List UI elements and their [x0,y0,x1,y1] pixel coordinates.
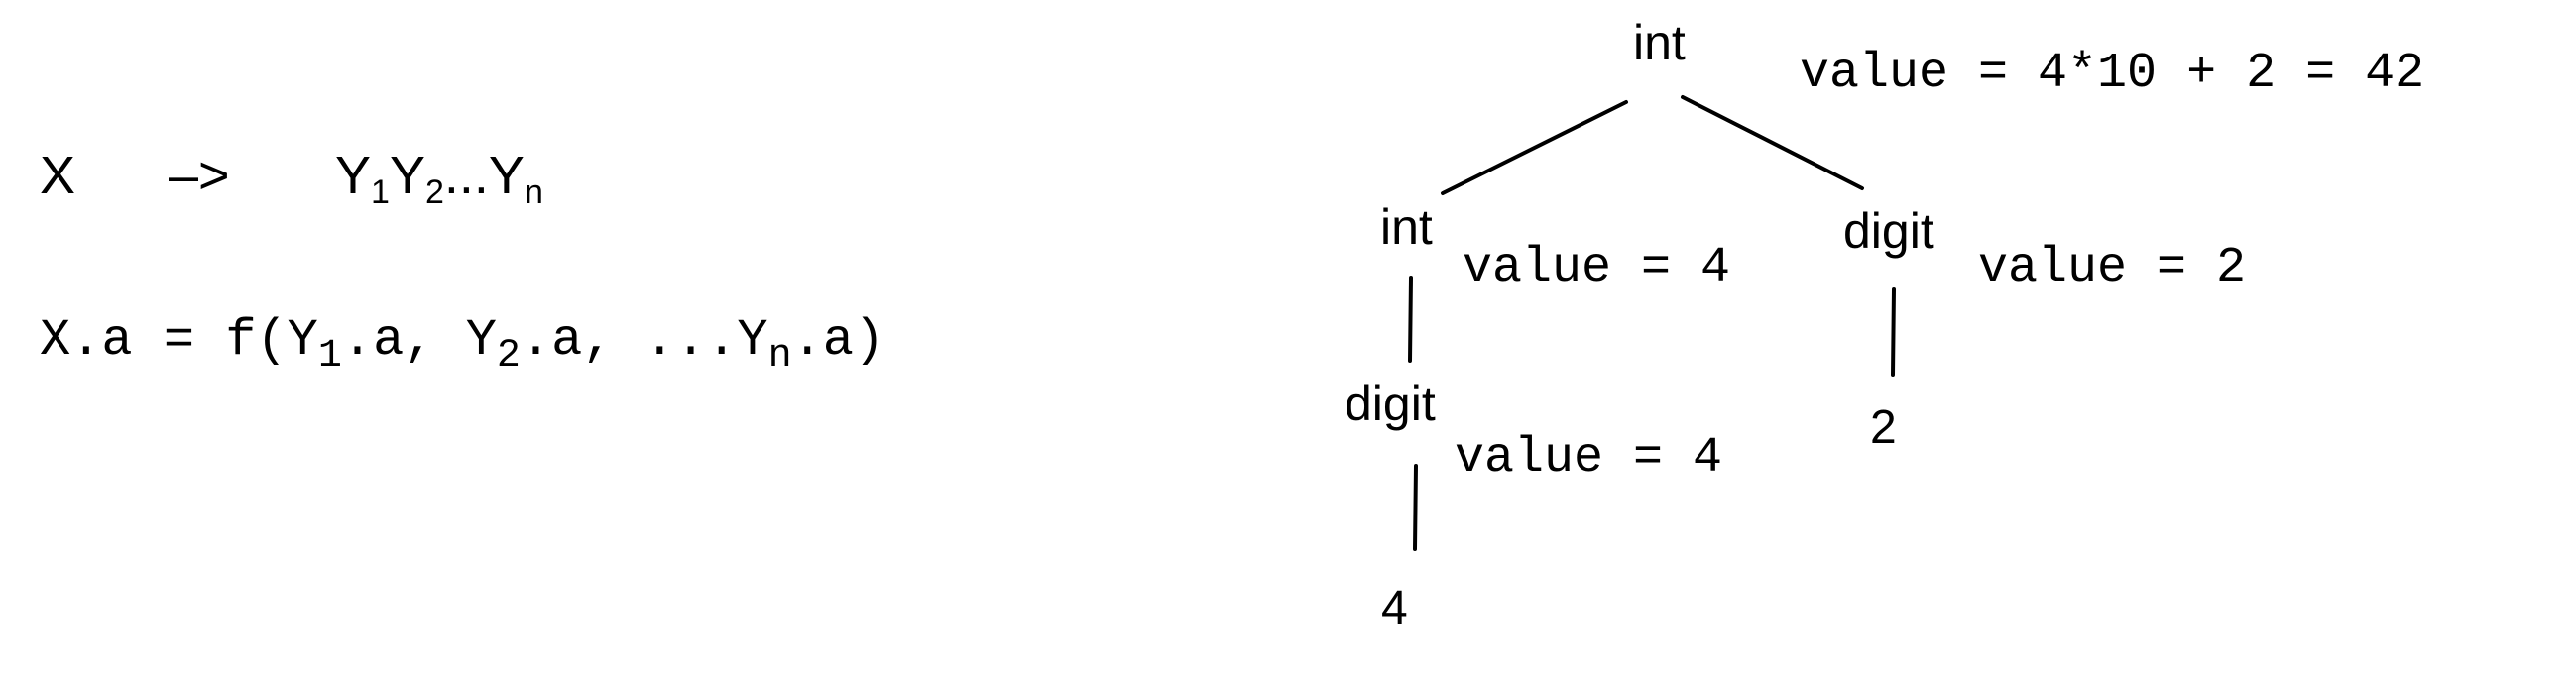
attr-mid-2: .a, ...Y [520,311,768,370]
attr-sub-n: n [767,334,792,379]
tree-node-digit-right: digit [1843,203,1934,259]
edge-root-right [1681,95,1864,190]
tree-node-root: int [1633,15,1686,70]
tree-value-int: value = 4 [1463,240,1731,296]
attr-sub-2: 2 [496,334,521,379]
attr-prefix: X.a = f(Y [40,311,318,370]
tree-value-digit-right: value = 2 [1978,240,2247,296]
tree-leaf-2: 2 [1870,401,1897,454]
tree-value-digit-left: value = 4 [1455,430,1723,487]
edge-left-leaf [1413,464,1418,551]
rhs-subscript-2: 2 [424,173,444,211]
rhs-subscript-1: 1 [371,173,390,211]
edge-root-left [1441,100,1628,195]
production-lhs: X [40,146,76,205]
rhs-symbol-2: Y [389,146,425,205]
attr-suffix: .a) [791,311,885,370]
edge-left-child [1408,276,1413,363]
attr-sub-1: 1 [317,334,342,379]
tree-node-int: int [1380,199,1433,255]
attr-mid-1: .a, Y [341,311,497,370]
attribute-rule: X.a = f(Y1.a, Y2.a, ...Yn.a) [40,315,884,377]
production-rhs: Y1Y2...Yn [335,146,543,209]
edge-right-leaf [1891,287,1896,377]
rhs-symbol-n: ...Y [443,146,525,205]
production-arrow: –> [169,146,230,205]
tree-node-digit-left: digit [1345,376,1436,431]
rhs-symbol-1: Y [335,146,372,205]
rhs-subscript-n: n [524,173,543,211]
tree-value-root: value = 4*10 + 2 = 42 [1800,46,2425,102]
tree-leaf-4: 4 [1381,582,1408,634]
